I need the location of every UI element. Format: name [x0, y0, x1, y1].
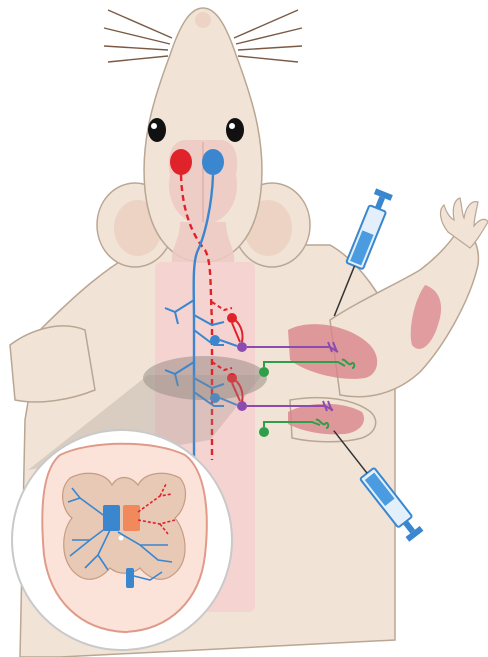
inset-ventral-marker [126, 568, 134, 588]
blue-nucleus-icon [202, 149, 224, 175]
purple-neuron-upper [237, 342, 247, 352]
red-nucleus-icon [170, 149, 192, 175]
inset-orange-horn [123, 505, 140, 531]
inset-blue-horn [103, 505, 120, 531]
left-shoulder [10, 326, 95, 402]
brainstem [172, 222, 235, 262]
right-paw [441, 198, 488, 248]
left-eye [148, 118, 166, 142]
inset-central-canal [119, 536, 124, 541]
red-neuron-upper [227, 313, 237, 323]
left-eye-highlight [151, 123, 157, 129]
green-neuron-lower [259, 427, 269, 437]
spinal-cross-section-inset [12, 430, 232, 650]
nose-tip [195, 12, 211, 28]
right-eye-highlight [229, 123, 235, 129]
right-eye [226, 118, 244, 142]
blue-neuron-upper [210, 335, 220, 345]
